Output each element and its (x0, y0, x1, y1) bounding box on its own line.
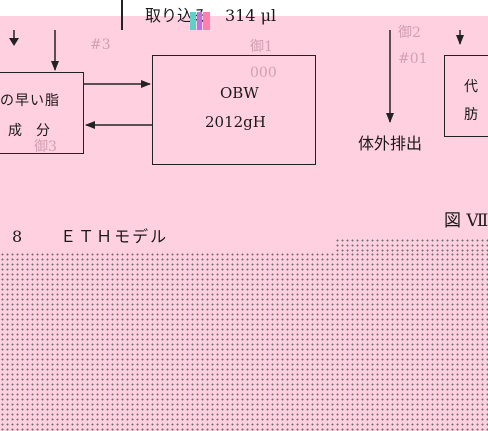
excretion-label: 体外排出 (358, 134, 423, 153)
scan-artifact-pink (203, 12, 210, 30)
ghost-text: 御1 (250, 39, 273, 55)
scan-artifact-purple (197, 12, 202, 30)
intake-line (121, 0, 123, 30)
figure-caption: 8 ＥＴＨモデル (12, 227, 169, 246)
obw-value: 2012gH (205, 113, 266, 131)
metabolism-label-2: 肪 (464, 107, 478, 123)
fast-fat-compartment-box (0, 72, 84, 154)
figure-label: 図 Ⅶ (444, 211, 488, 231)
dot-pattern-fill (0, 252, 488, 431)
obw-label: OBW (220, 84, 259, 102)
metabolism-label-1: 代 謝 (464, 79, 488, 95)
dot-pattern-fill-top (335, 238, 488, 254)
scan-artifact-teal (190, 12, 196, 30)
obw-compartment-box (152, 55, 316, 165)
fast-fat-label-2: 成 分 (8, 123, 50, 139)
ghost-text: 000 (250, 65, 277, 81)
ghost-text: #3 (90, 37, 111, 53)
left-edge-arrow-head (9, 38, 19, 46)
ghost-text: 御3 (34, 139, 57, 155)
intake-label: 取り込み 314 μl (145, 6, 277, 25)
ghost-text: 御2 (398, 25, 421, 41)
ghost-text: #01 (398, 51, 428, 67)
metabolism-compartment-box (444, 55, 488, 137)
fast-fat-label-1: の早い脂 (0, 93, 60, 109)
